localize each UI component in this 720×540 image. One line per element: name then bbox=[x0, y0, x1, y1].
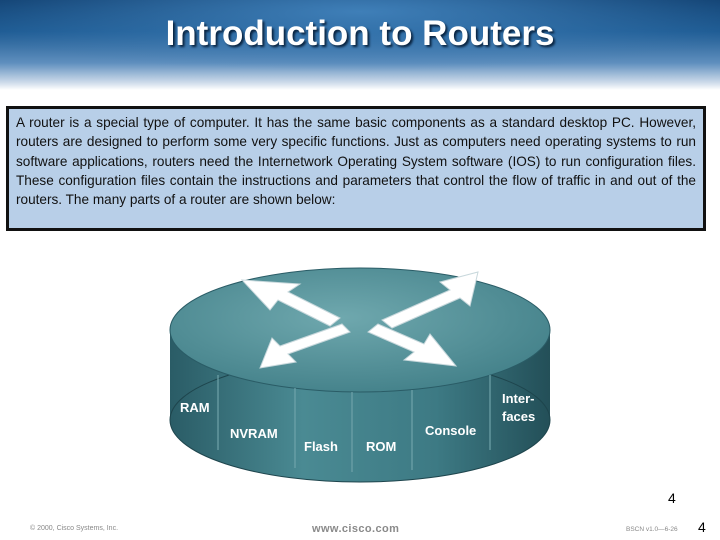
footer-copyright: © 2000, Cisco Systems, Inc. bbox=[30, 525, 119, 532]
router-top bbox=[169, 267, 551, 393]
label-ram: RAM bbox=[180, 400, 210, 415]
router-arrows-icon bbox=[240, 271, 479, 369]
slide-title: Introduction to Routers bbox=[165, 14, 555, 53]
arrow-upper-left bbox=[240, 279, 341, 327]
router-diagram: RAM NVRAM Flash ROM Console Inter- faces bbox=[169, 267, 551, 483]
arrow-lower-right bbox=[367, 323, 458, 367]
title-banner bbox=[0, 0, 720, 90]
page-number: 4 bbox=[698, 519, 706, 535]
label-rom: ROM bbox=[366, 439, 396, 454]
label-nvram: NVRAM bbox=[230, 426, 278, 441]
arrow-lower-left bbox=[259, 323, 351, 369]
arrow-upper-right bbox=[381, 271, 479, 329]
intro-textbox: A router is a special type of computer. … bbox=[6, 106, 706, 231]
label-interfaces-1: Inter- bbox=[502, 391, 535, 406]
intro-paragraph: A router is a special type of computer. … bbox=[16, 115, 696, 208]
label-interfaces-2: faces bbox=[502, 409, 535, 424]
slide-number: 4 bbox=[668, 490, 676, 506]
label-flash: Flash bbox=[304, 439, 338, 454]
label-console: Console bbox=[425, 423, 476, 438]
footer-url: www.cisco.com bbox=[312, 523, 400, 535]
footer-course-code: BSCN v1.0—6-26 bbox=[626, 526, 678, 533]
